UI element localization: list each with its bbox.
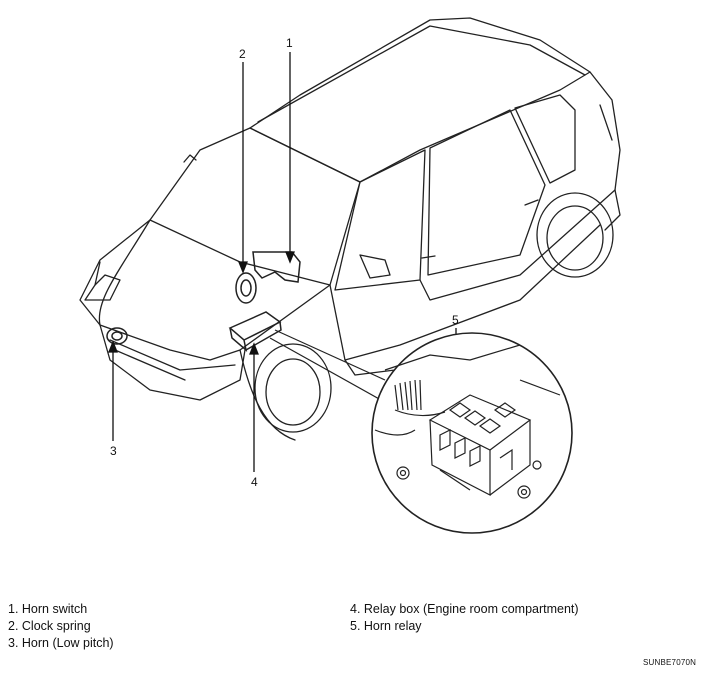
legend-item-relay-box: 4. Relay box (Engine room compartment) [350, 602, 579, 616]
callout-2: 2 [239, 47, 246, 61]
callout-4: 4 [251, 475, 258, 489]
horn-switch-icon [252, 251, 301, 283]
horn-icon [106, 327, 128, 345]
clock-spring-icon [235, 272, 257, 304]
legend-item-horn: 3. Horn (Low pitch) [8, 636, 114, 650]
minivan-line-drawing-icon [79, 17, 621, 441]
callout-5: 5 [452, 313, 459, 327]
legend-item-clock-spring: 2. Clock spring [8, 619, 91, 633]
figure-code: SUNBE7070N [643, 658, 697, 667]
relay-detail-magnifier-icon [371, 332, 573, 534]
legend-item-horn-relay: 5. Horn relay [350, 619, 422, 633]
relay-box-icon [228, 311, 282, 352]
callout-3: 3 [110, 444, 117, 458]
legend-item-horn-switch: 1. Horn switch [8, 602, 88, 616]
callout-1: 1 [286, 36, 293, 50]
